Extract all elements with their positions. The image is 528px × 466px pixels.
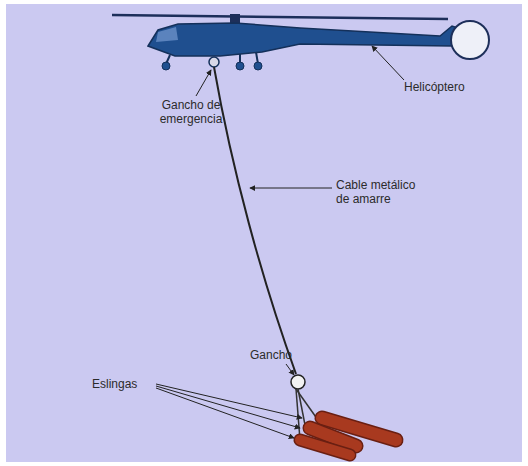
leader-line: [156, 388, 294, 438]
emergency-hook: [209, 57, 219, 67]
part-label: Gancho: [250, 348, 310, 362]
log: [300, 440, 350, 455]
cargo-hook: [291, 375, 305, 389]
leader-line: [156, 384, 302, 418]
log: [300, 440, 350, 455]
part-label: Gancho de emergencia: [150, 98, 232, 126]
steel-cable: [214, 67, 296, 374]
sling: [296, 389, 300, 440]
cockpit-window: [156, 27, 178, 42]
leader-line: [372, 46, 404, 80]
helicopter-body: [148, 23, 458, 56]
part-label: Eslingas: [92, 377, 154, 391]
tail-rotor: [451, 21, 489, 59]
gear-wheel: [162, 62, 170, 70]
leader-line: [250, 188, 332, 189]
leader-line: [156, 386, 300, 428]
part-label: Helicóptero: [404, 80, 494, 94]
leader-line: [196, 70, 211, 96]
gear-wheel: [236, 62, 244, 70]
main-rotor: [112, 15, 448, 19]
part-label: Cable metálico de amarre: [336, 178, 428, 206]
background-panel: [6, 4, 522, 462]
leader-line: [286, 364, 294, 375]
gear-wheel: [254, 62, 262, 70]
